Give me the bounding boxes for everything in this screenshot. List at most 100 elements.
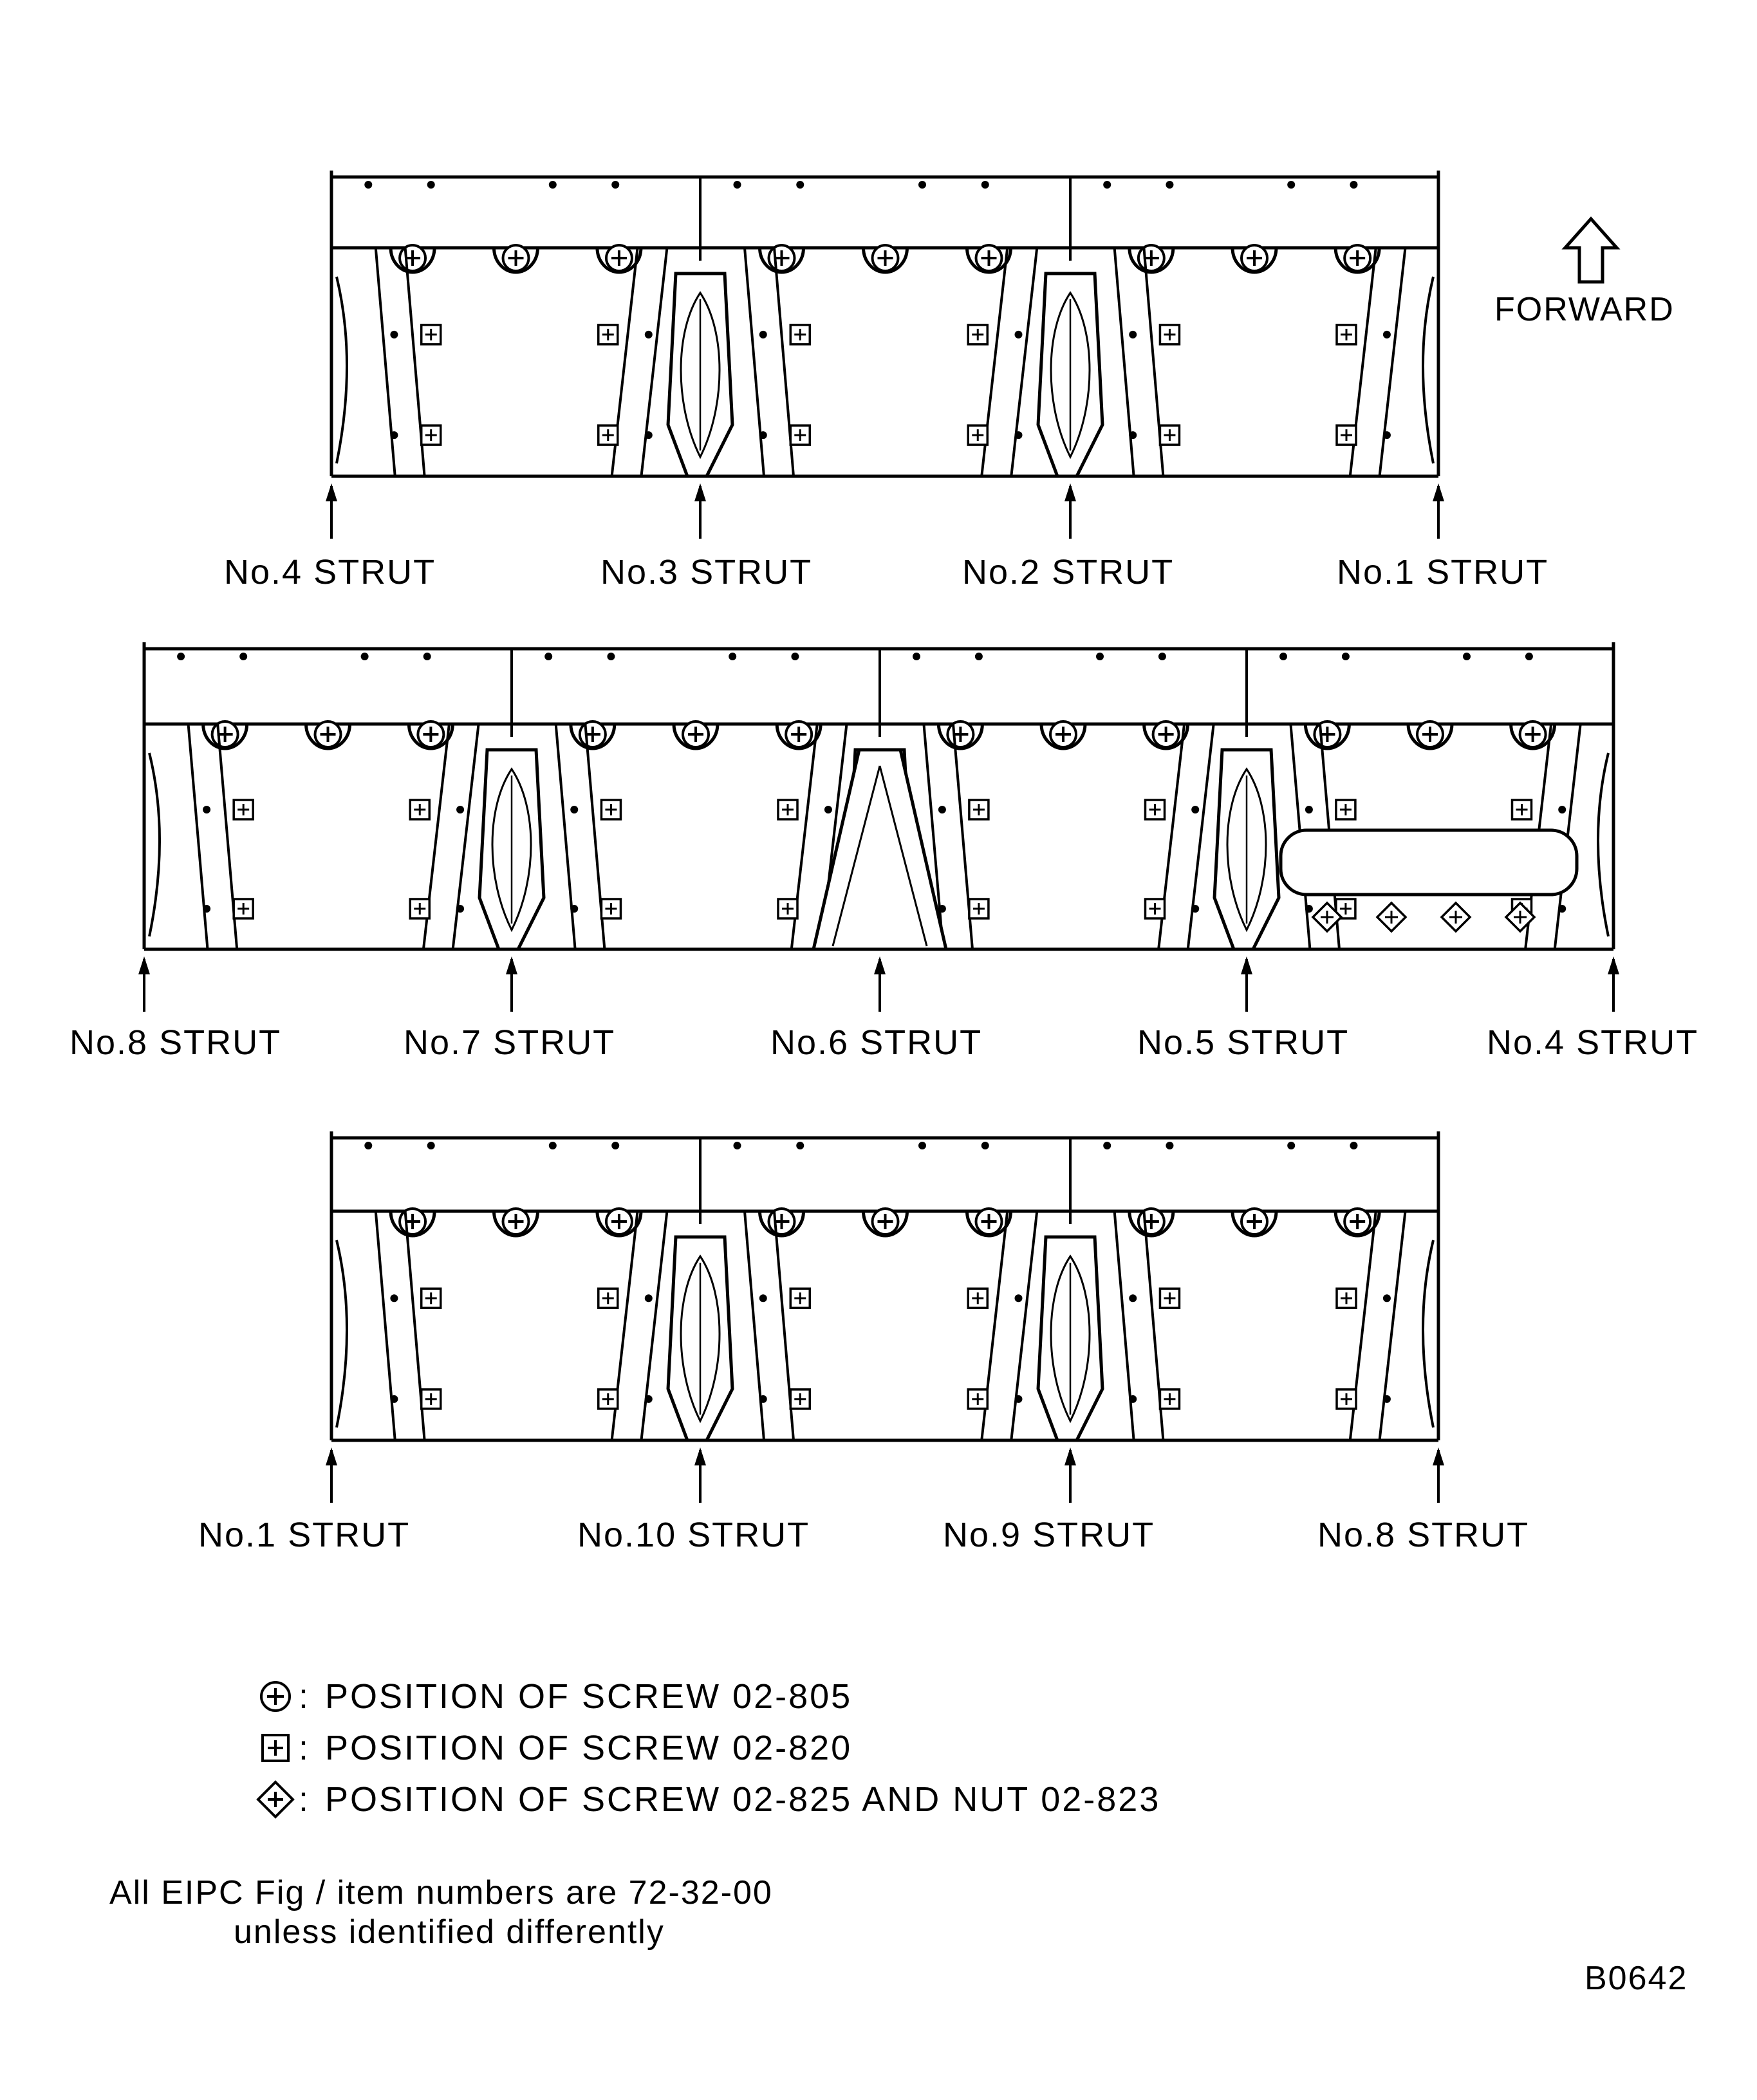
square-plus-icon [969,899,989,918]
rivet [1463,653,1471,660]
circle-plus-icon [769,1209,795,1234]
rivet [644,1395,653,1403]
rivet [1382,1294,1391,1303]
strut-label: No.1 STRUT [1337,553,1549,591]
circle-plus-icon [1417,721,1443,747]
circle-plus-icon [976,245,1002,271]
strut-label: No.6 STRUT [770,1023,983,1062]
square-plus-icon [422,1389,441,1409]
rivet [824,806,832,813]
square-plus-icon [601,800,620,819]
legend-colon: : [299,1677,309,1716]
square-plus-icon [1146,800,1165,819]
circle-plus-icon [503,245,529,271]
note-line-2: unless identified differently [234,1913,665,1951]
square-plus-icon [1337,1288,1356,1308]
circle-plus-icon [606,1209,632,1234]
circle-plus-icon [1344,1209,1370,1234]
end-fitting [1597,752,1610,937]
rivet [1014,330,1023,339]
rivet [981,181,989,189]
rivet [1287,1142,1296,1149]
square-plus-icon [601,899,620,918]
circle-plus-icon [315,721,341,747]
circle-plus-icon [976,1209,1002,1234]
square-plus-icon [234,800,253,819]
rivet [390,431,398,440]
circle-plus-icon [873,1209,898,1234]
circle-plus-icon [260,1681,291,1712]
forward-arrow-icon [1561,216,1621,284]
circle-plus-icon [786,721,812,747]
rivet [611,181,620,189]
rivet [1350,181,1358,189]
rivet [548,181,557,189]
rivet [203,905,211,913]
end-fitting [335,276,348,464]
rivet [644,431,653,440]
circle-plus-icon [1520,721,1546,747]
circle-plus-icon [1153,721,1179,747]
legend-colon: : [299,1780,309,1819]
rivet [791,653,799,660]
rivet [364,181,373,189]
rivet [1129,1395,1137,1403]
forward-label: FORWARD [1494,291,1675,328]
square-plus-icon [1160,425,1179,445]
legend-row-screw-02-825-nut-02-823: : POSITION OF SCREW 02-825 AND NUT 02-82… [256,1779,1160,1820]
rivet [1350,1142,1358,1149]
square-plus-icon [599,1288,618,1308]
rivet [1103,1142,1111,1149]
panel-row-2 [142,642,1615,951]
square-plus-icon [778,800,797,819]
strut-arrow-icon [693,482,707,540]
rivet [1014,431,1023,440]
strut-arrow-icon [693,1446,707,1504]
circle-plus-icon [580,721,606,747]
square-plus-icon [790,325,810,344]
rivet [427,1142,435,1149]
rivet [427,181,435,189]
diamond-plus-icon [1442,903,1470,931]
legend-colon: : [299,1729,309,1767]
rivet [570,905,579,913]
circle-plus-icon [683,721,709,747]
circle-plus-icon [1050,721,1076,747]
legend-text: POSITION OF SCREW 02-820 [325,1729,853,1767]
rivet [1382,330,1391,339]
rivet [1287,181,1296,189]
circle-plus-icon [400,1209,425,1234]
square-plus-icon [778,899,797,918]
rivet [570,806,579,813]
square-plus-icon [422,425,441,445]
square-plus-icon [1512,800,1532,819]
strut-arrow-icon [873,955,887,1013]
rivet [733,181,741,189]
rivet [423,653,431,660]
circle-plus-icon [503,1209,529,1234]
strut-label: No.2 STRUT [962,553,1175,591]
rivet [1129,330,1137,339]
square-plus-icon [790,425,810,445]
square-plus-icon [1337,1389,1356,1409]
rivet [938,806,946,813]
rivet [1525,653,1533,660]
end-fitting [335,1240,348,1428]
rivet [607,653,615,660]
rivet [759,431,767,440]
square-plus-icon [1336,800,1355,819]
rivet [796,181,804,189]
rivet [733,1142,741,1149]
strut-label: No.1 STRUT [198,1516,411,1554]
circle-plus-icon [1241,245,1267,271]
rivet [938,905,946,913]
square-plus-icon [969,800,989,819]
circle-plus-icon [1314,721,1340,747]
strut-arrow-icon [1431,1446,1446,1504]
square-plus-icon [599,325,618,344]
circle-plus-icon [1139,245,1164,271]
rivet [1382,1395,1391,1403]
rivet [456,806,465,813]
legend-row-screw-02-820: : POSITION OF SCREW 02-820 [256,1727,852,1769]
square-plus-icon [790,1288,810,1308]
